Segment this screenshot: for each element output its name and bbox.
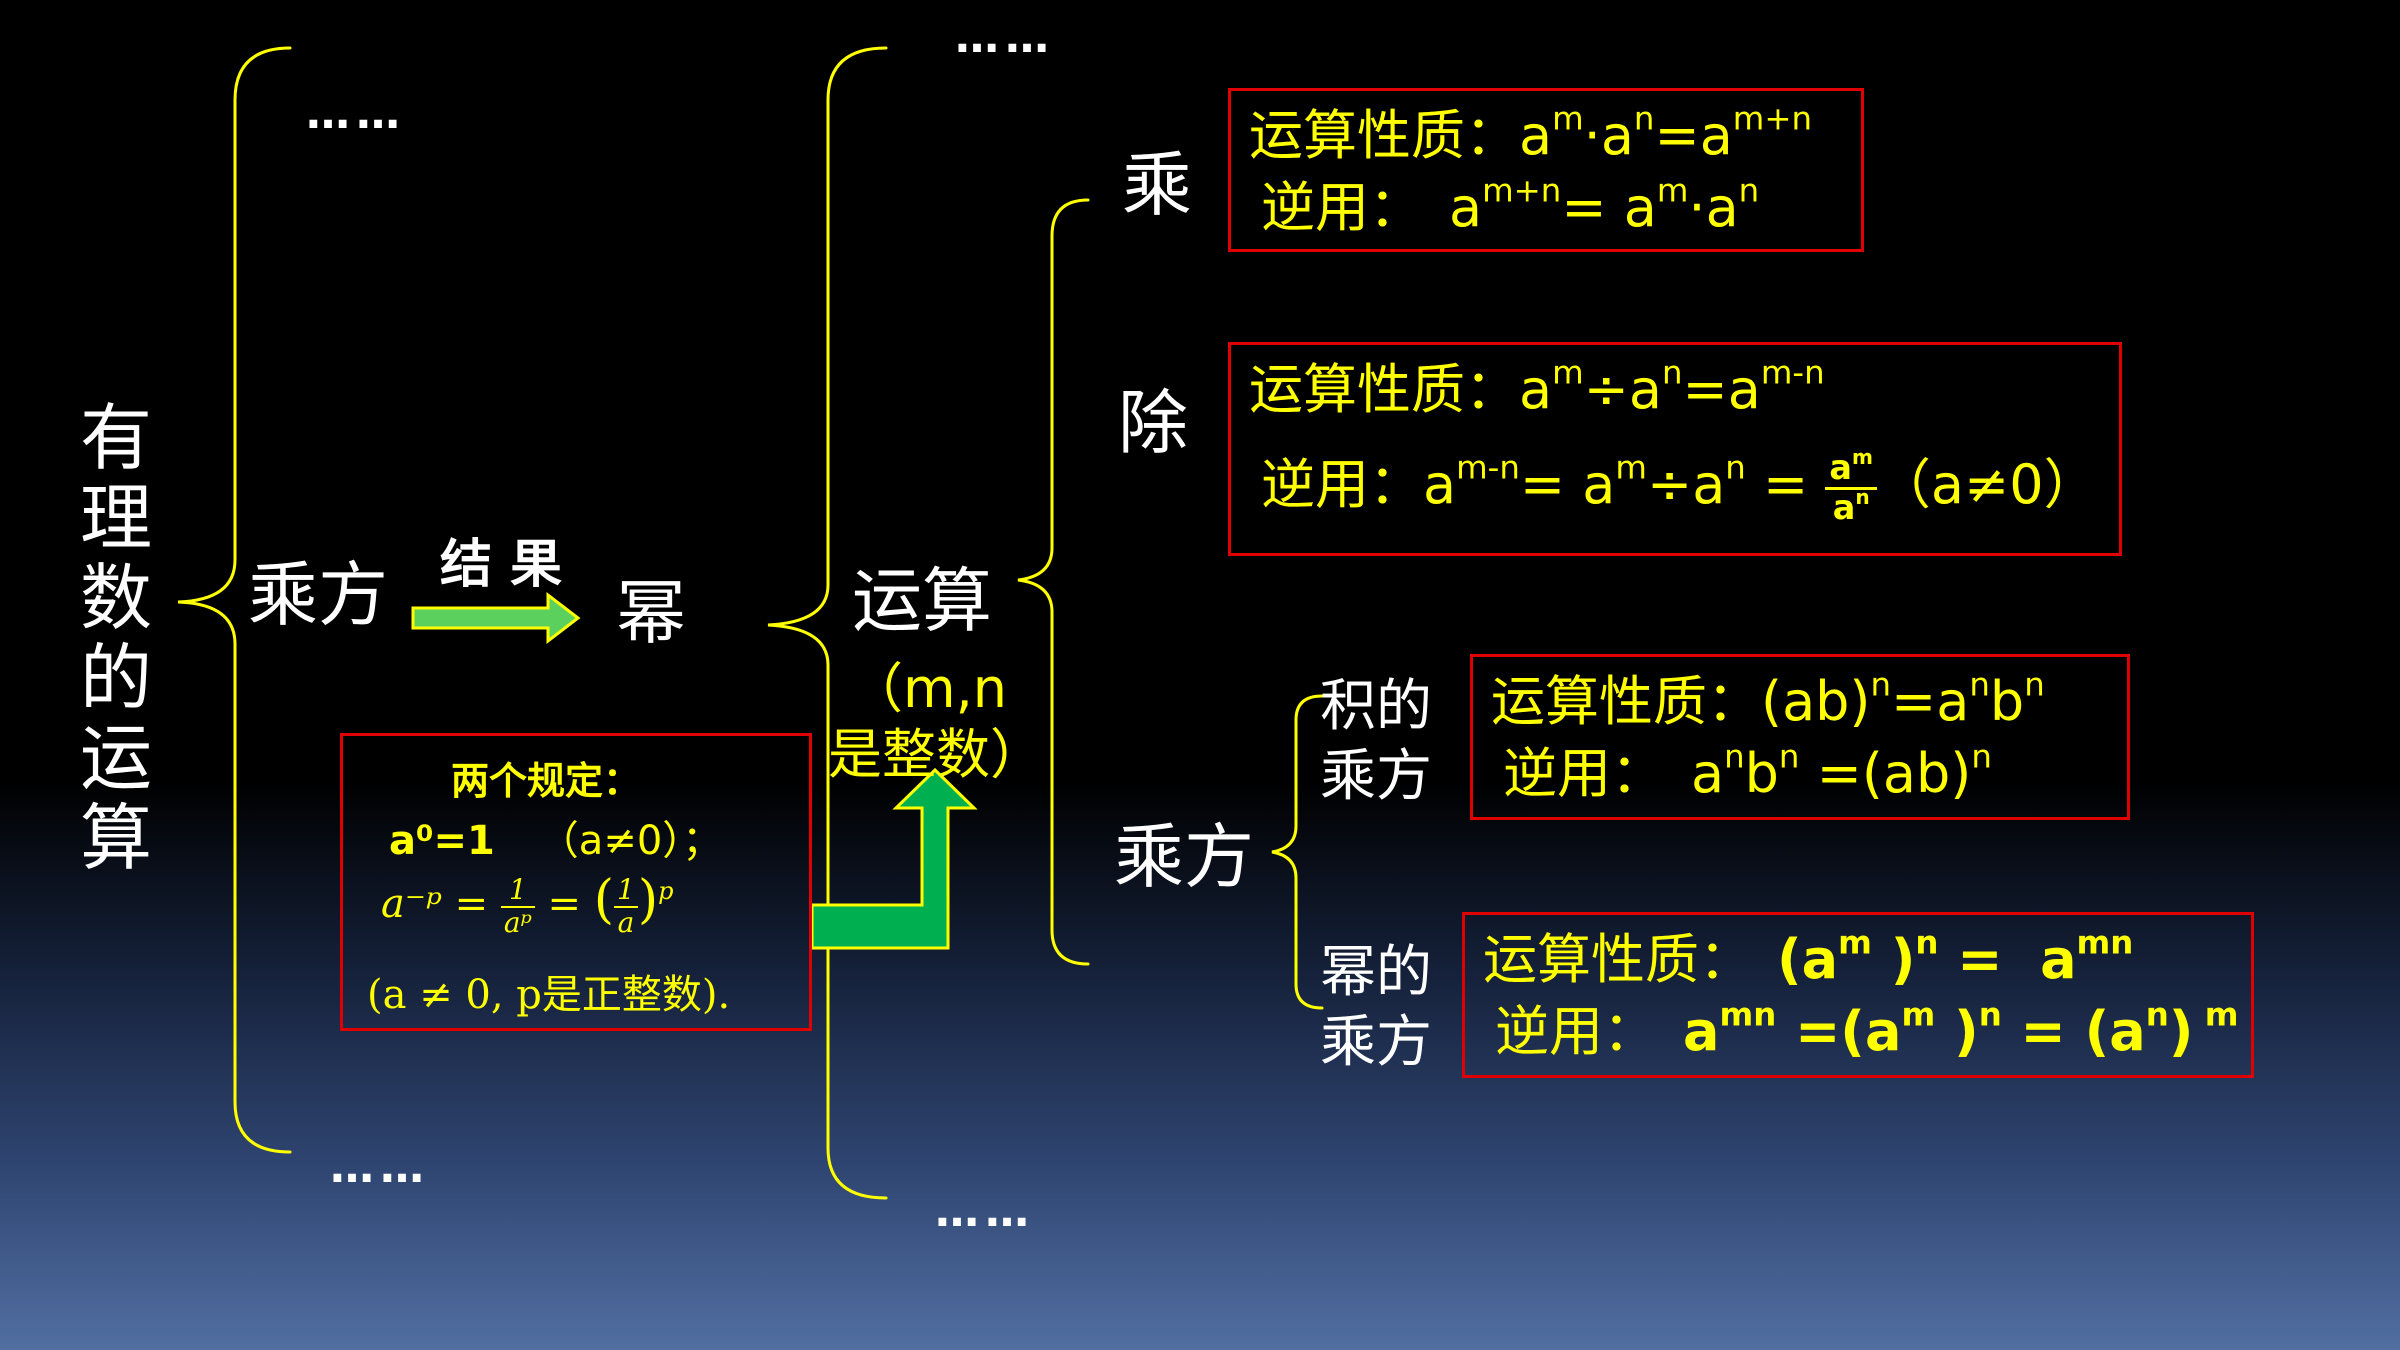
power-power-property-formula: (am )n = amn	[1777, 923, 2134, 991]
zero-rule-condition: （a≠0）；	[538, 818, 723, 864]
multiply-property-formula: am·an=am+n	[1519, 99, 1813, 167]
root-brace	[177, 46, 292, 1154]
product-power-reverse-formula: anbn =(ab)n	[1691, 737, 1992, 805]
zero-rule-text: a⁰=1	[389, 818, 495, 864]
bent-arrow	[810, 767, 978, 950]
operation-label: 运算	[852, 560, 992, 642]
power-label: 幂	[616, 572, 686, 654]
product-power-property-formula: (ab)n=anbn	[1761, 665, 2045, 733]
neg-frac-den: aᵖ	[503, 906, 532, 939]
paren-close: )	[637, 870, 659, 930]
op-divide-label: 除	[1118, 382, 1188, 464]
multiply-formula-box: 运算性质：am·an=am+n 逆用：am+n= am·an	[1228, 88, 1864, 252]
ellipsis-bottom-right: ……	[935, 1186, 1035, 1237]
power-power-property-line: 运算性质：(am )n = amn	[1483, 927, 2133, 987]
rule-condition: (a ≠ 0, p是正整数).	[367, 972, 731, 1018]
reverse-label: 逆用：	[1503, 742, 1665, 805]
neg-frac-num: 1	[500, 874, 535, 908]
rules-title: 两个规定：	[451, 758, 642, 803]
power-operation-label: 乘方	[248, 554, 388, 636]
reverse-label: 逆用：	[1261, 176, 1423, 239]
property-label: 运算性质：	[1491, 670, 1761, 733]
multiply-reverse-line: 逆用：am+n= am·an	[1261, 175, 1759, 235]
power-brace	[767, 46, 888, 1200]
neg-equals: =	[547, 881, 582, 927]
ellipsis-bottom-left: ……	[330, 1142, 430, 1193]
product-power-property-line: 运算性质：(ab)n=anbn	[1491, 669, 2045, 729]
divide-property-formula: am÷an=am-n	[1519, 353, 1825, 421]
op-power-power-label: 幂的乘方	[1320, 940, 1432, 1075]
op-multiply-label: 乘	[1122, 144, 1192, 226]
operation-brace	[1017, 198, 1090, 966]
op-product-power-label: 积的乘方	[1320, 674, 1432, 809]
arrow-label-result: 结果	[440, 535, 581, 595]
reverse-label: 逆用：	[1261, 453, 1423, 516]
power-power-formula-box: 运算性质：(am )n = amn 逆用：amn =(am )n = (an) …	[1462, 912, 2254, 1078]
integer-note: （m,n是整数）	[828, 657, 1044, 786]
zero-exponent-rule: a⁰=1 （a≠0）；	[389, 808, 722, 866]
power-power-reverse-line: 逆用：amn =(am )n = (an) m	[1495, 999, 2239, 1059]
neg-paren-den: a	[617, 906, 635, 939]
ellipsis-top-left: ……	[306, 88, 406, 139]
property-label: 运算性质：	[1483, 928, 1753, 991]
op-power-label: 乘方	[1114, 816, 1254, 898]
neg-exponent: p	[658, 877, 674, 905]
power-op-brace	[1271, 694, 1324, 1010]
property-label: 运算性质：	[1249, 104, 1519, 167]
power-power-reverse-formula: amn =(am )n = (an) m	[1683, 995, 2239, 1063]
reverse-label: 逆用：	[1495, 1000, 1657, 1063]
product-power-formula-box: 运算性质：(ab)n=anbn 逆用：anbn =(ab)n	[1470, 654, 2130, 820]
ellipsis-top-right: ……	[955, 12, 1055, 63]
divide-property-line: 运算性质：am÷an=am-n	[1249, 357, 1825, 417]
product-power-reverse-line: 逆用：anbn =(ab)n	[1503, 741, 1992, 801]
multiply-reverse-formula: am+n= am·an	[1449, 171, 1760, 239]
paren-open: (	[593, 870, 615, 930]
property-label: 运算性质：	[1249, 358, 1519, 421]
neg-lhs: a⁻ᵖ =	[381, 881, 489, 927]
multiply-property-line: 运算性质：am·an=am+n	[1249, 103, 1812, 163]
result-arrow	[411, 591, 581, 645]
neg-paren-num: 1	[614, 874, 638, 908]
root-label: 有理数的运算	[79, 396, 152, 880]
